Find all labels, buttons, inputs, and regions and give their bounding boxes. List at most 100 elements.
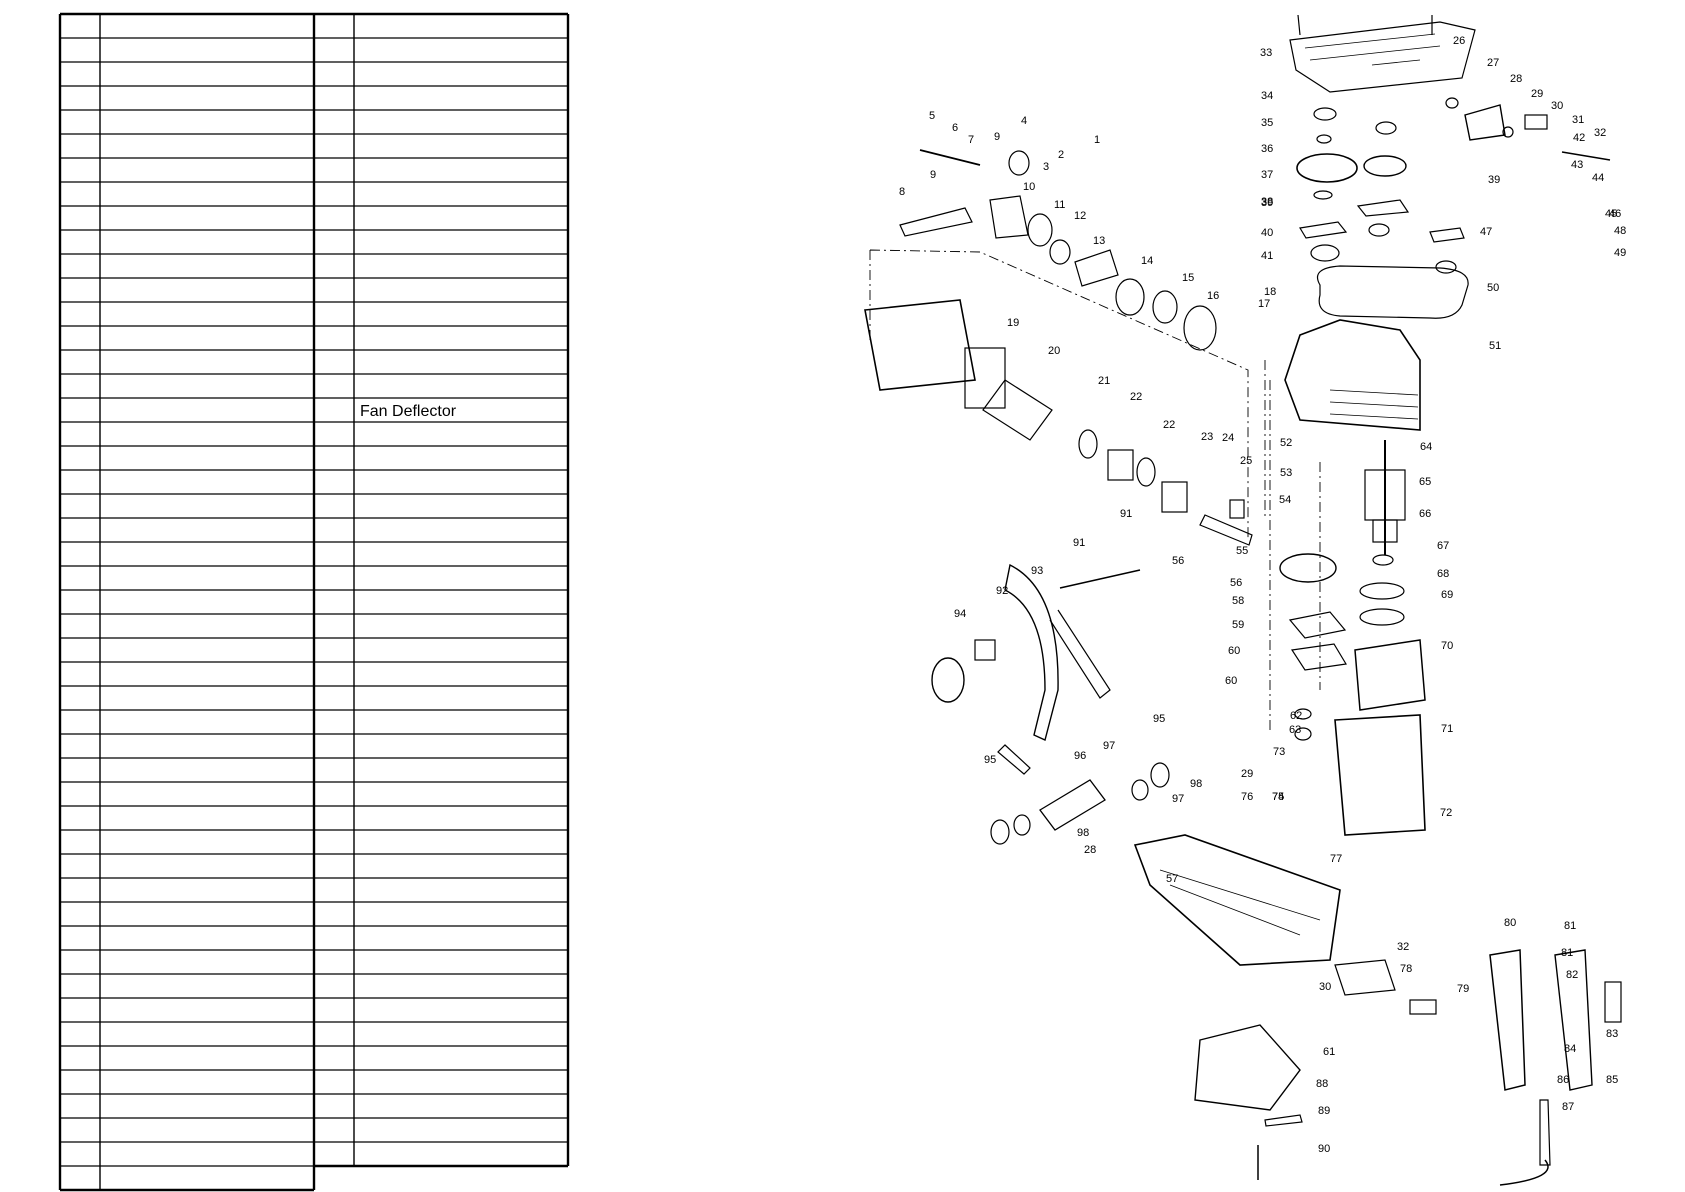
callout-number: 91 [1120, 508, 1132, 520]
callout-number: 88 [1316, 1078, 1328, 1090]
washer [1502, 126, 1514, 138]
callout-number: 74 [1272, 791, 1284, 803]
nut [1445, 97, 1459, 109]
base-housing-detail [1159, 869, 1321, 936]
callout-number: 33 [1260, 47, 1272, 59]
callout-number: 44 [1592, 172, 1604, 184]
callout-number: 23 [1201, 431, 1213, 443]
washer [1115, 278, 1145, 316]
callout-layer: 1234567899101112131415161718192021222223… [899, 35, 1626, 1155]
callout-number: 97 [1103, 740, 1115, 752]
callout-number: 60 [1225, 675, 1237, 687]
brush-holder [1279, 553, 1337, 583]
ring [1359, 608, 1405, 626]
callout-number: 41 [1261, 250, 1273, 262]
callout-number: 6 [952, 122, 958, 134]
callout-number: 30 [1551, 100, 1563, 112]
callout-number: 76 [1241, 791, 1253, 803]
side-bracket [1429, 227, 1465, 243]
washer [1316, 134, 1332, 144]
callout-number: 56 [1172, 555, 1184, 567]
callout-number: 45 [1605, 208, 1617, 220]
callout-number: 43 [1571, 159, 1583, 171]
gasket [1316, 265, 1469, 319]
cylinder-part [1161, 481, 1188, 513]
o-ring [1013, 814, 1031, 836]
callout-number: 9 [994, 131, 1000, 143]
callout-number: 17 [1258, 298, 1270, 310]
callout-number: 66 [1419, 508, 1431, 520]
callout-number: 2 [1058, 149, 1064, 161]
callout-number: 95 [984, 754, 996, 766]
callout-number: 34 [1261, 90, 1273, 102]
shaft [1074, 249, 1119, 287]
callout-number: 28 [1510, 73, 1522, 85]
callout-number: 64 [1420, 441, 1432, 453]
bracket-plate [1194, 1024, 1301, 1111]
chuck-part [1008, 150, 1030, 176]
bar [1264, 1114, 1303, 1127]
callout-number: 75 [1272, 791, 1284, 803]
bearing [1313, 107, 1337, 121]
o-ring [1027, 213, 1053, 247]
callout-number: 39 [1261, 197, 1273, 209]
shaft [919, 149, 981, 166]
callout-number: 27 [1487, 57, 1499, 69]
rear-block [1334, 959, 1396, 996]
ring [1294, 708, 1312, 720]
bearing [1435, 260, 1457, 274]
callout-number: 50 [1487, 282, 1499, 294]
commutator [1372, 519, 1398, 543]
callout-number: 42 [1573, 132, 1585, 144]
callout-number: 84 [1564, 1043, 1576, 1055]
o-ring [1150, 762, 1170, 788]
gearbox-ribs [1329, 389, 1419, 420]
bolt [1059, 569, 1141, 589]
small-bearing [1229, 499, 1245, 519]
side-handle-arm [1049, 609, 1111, 699]
top-cover-detail [1304, 33, 1441, 66]
callout-number: 12 [1074, 210, 1086, 222]
spring [1409, 999, 1437, 1015]
parts-layer [864, 14, 1622, 1186]
callout-number: 28 [1084, 844, 1096, 856]
table-cell-part-name: Fan Deflector [360, 403, 457, 420]
assembly-dash-line [869, 249, 1266, 540]
callout-number: 71 [1441, 723, 1453, 735]
callout-number: 36 [1261, 143, 1273, 155]
callout-number: 70 [1441, 640, 1453, 652]
callout-number: 26 [1453, 35, 1465, 47]
callout-number: 59 [1232, 619, 1244, 631]
callout-number: 7 [968, 134, 974, 146]
bracket [1356, 199, 1410, 217]
rear-handle-cover [1554, 949, 1593, 1091]
connecting-rod [1199, 514, 1253, 546]
callout-number: 19 [1007, 317, 1019, 329]
callout-number: 16 [1207, 290, 1219, 302]
callout-number: 13 [1093, 235, 1105, 247]
callout-number: 78 [1400, 963, 1412, 975]
callout-number: 5 [929, 110, 935, 122]
o-ring [990, 819, 1010, 845]
parts-table: Fan Deflector [58, 12, 570, 1192]
screw [1297, 14, 1301, 36]
front-cylinder [864, 299, 976, 391]
callout-number: 29 [1531, 88, 1543, 100]
callout-number: 86 [1557, 1074, 1569, 1086]
callout-number: 24 [1222, 432, 1234, 444]
callout-number: 98 [1077, 827, 1089, 839]
power-cord [1499, 1159, 1549, 1186]
handle-block [1464, 104, 1506, 141]
callout-number: 53 [1280, 467, 1292, 479]
callout-number: 46 [1609, 208, 1621, 220]
ring [1136, 457, 1156, 487]
callout-number: 22 [1130, 391, 1142, 403]
callout-number: 72 [1440, 807, 1452, 819]
callout-number: 21 [1098, 375, 1110, 387]
callout-number: 9 [930, 169, 936, 181]
callout-number: 47 [1480, 226, 1492, 238]
callout-number: 83 [1606, 1028, 1618, 1040]
spring-bellows [1039, 779, 1106, 831]
callout-number: 54 [1279, 494, 1291, 506]
